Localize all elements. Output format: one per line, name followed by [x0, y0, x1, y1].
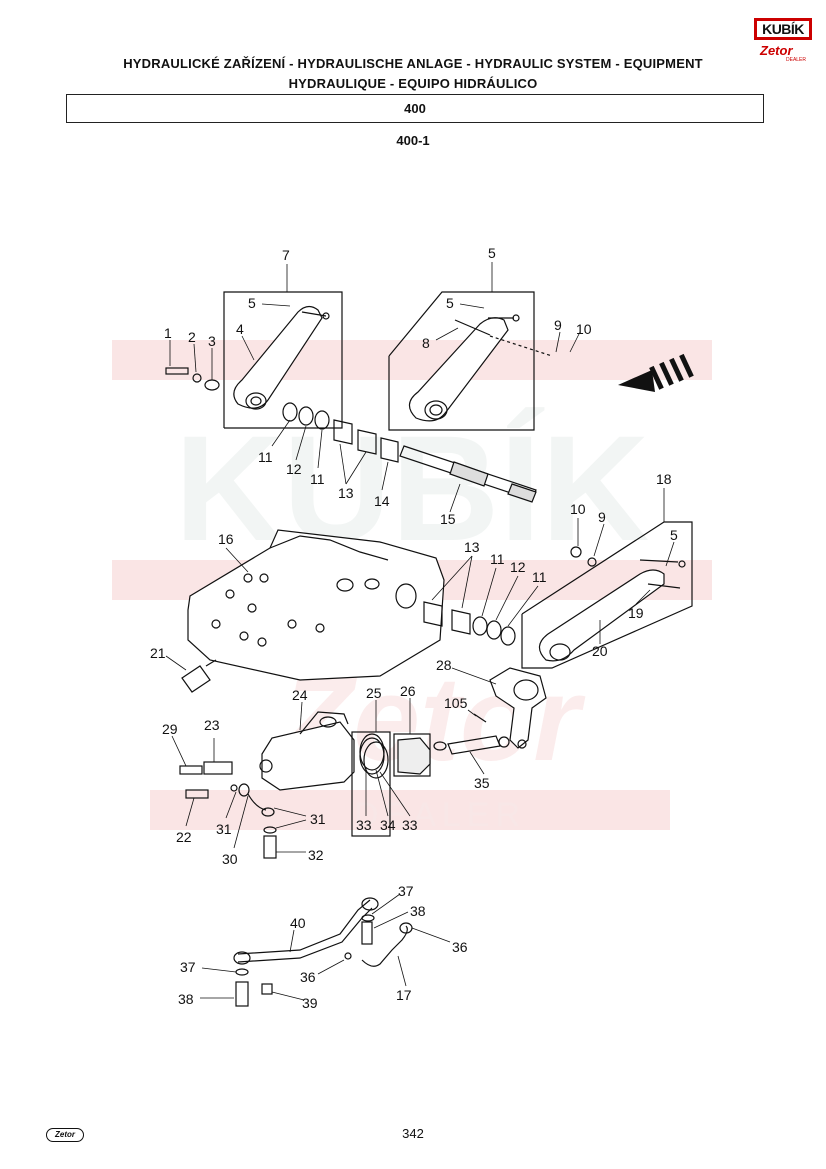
- callout-36: 36: [452, 939, 468, 955]
- pipe-40: [233, 897, 413, 1007]
- callout-23: 23: [204, 717, 220, 733]
- piston-26: [393, 733, 447, 777]
- callout-38: 38: [410, 903, 426, 919]
- lift-arm-assembly-6: [223, 291, 343, 429]
- callout-21: 21: [150, 645, 166, 661]
- footer-zetor-logo: Zetor: [46, 1128, 84, 1142]
- right-shaft-rings: [423, 601, 516, 646]
- zetor-logo: Zetor: [760, 43, 793, 58]
- callout-13: 13: [338, 485, 354, 501]
- callout-39: 39: [302, 995, 318, 1011]
- watermark-dealer: DEALER: [354, 796, 526, 834]
- callout-22: 22: [176, 829, 192, 845]
- callout-10: 10: [576, 321, 592, 337]
- callout-12: 12: [286, 461, 302, 477]
- callout-7: 5: [488, 245, 496, 261]
- page-title-line1: HYDRAULICKÉ ZAŘÍZENÍ - HYDRAULISCHE ANLA…: [123, 56, 703, 71]
- callout-14: 14: [374, 493, 390, 509]
- callout-8: 8: [422, 335, 430, 351]
- callout-24: 24: [292, 687, 308, 703]
- callout-2: 2: [188, 329, 196, 345]
- callout-33: 33: [356, 817, 372, 833]
- watermark-band-top: [112, 340, 712, 380]
- cylinder-24: [259, 711, 355, 791]
- page-number: 342: [402, 1126, 424, 1141]
- callout-37b: 37: [180, 959, 196, 975]
- callout-32: 32: [308, 847, 324, 863]
- callout-10b: 10: [570, 501, 586, 517]
- callout-11d: 11: [532, 569, 547, 585]
- callout-4: 4: [236, 321, 244, 337]
- callout-105: 105: [444, 695, 468, 711]
- callout-36b: 36: [300, 969, 316, 985]
- callout-30: 30: [222, 851, 238, 867]
- piston-rings-25: [351, 731, 391, 837]
- callout-11c: 11: [490, 551, 505, 567]
- callout-31b: 31: [310, 811, 326, 827]
- plug-21: [181, 659, 217, 693]
- callout-3: 3: [208, 333, 216, 349]
- lift-arm-assembly-7: [388, 291, 553, 431]
- callout-9: 9: [554, 317, 562, 333]
- callout-11b: 11: [310, 471, 325, 487]
- callout-20: 20: [592, 643, 608, 659]
- callout-29: 29: [162, 721, 178, 737]
- callout-13b: 13: [464, 539, 480, 555]
- callout-19: 19: [628, 605, 644, 621]
- callout-labels: 7 5 5 5 1 2 3 4 8 9 10 11 12 11 13 14 15…: [150, 245, 678, 1011]
- direction-arrow: [618, 353, 694, 392]
- dealer-label: DEALER: [786, 57, 807, 63]
- callout-37: 37: [398, 883, 414, 899]
- callout-5c: 5: [670, 527, 678, 543]
- hydraulic-housing: [187, 529, 445, 681]
- watermark-band-bottom: [150, 790, 670, 830]
- callout-12b: 12: [510, 559, 526, 575]
- watermark-text: KUBÍK: [175, 404, 650, 572]
- piston-rod: [447, 735, 510, 755]
- callout-11: 11: [258, 449, 273, 465]
- subsection-number: 400-1: [396, 133, 430, 148]
- callout-6: 7: [282, 247, 290, 263]
- callout-15: 15: [440, 511, 456, 527]
- callout-5b: 5: [446, 295, 454, 311]
- callout-33b: 33: [402, 817, 418, 833]
- callout-31: 31: [216, 821, 232, 837]
- leader-lines: [165, 262, 675, 1001]
- callout-40: 40: [290, 915, 306, 931]
- callout-38b: 38: [178, 991, 194, 1007]
- section-number: 400: [66, 94, 764, 123]
- cross-shaft: [399, 445, 537, 503]
- callout-26: 26: [400, 683, 416, 699]
- callout-16: 16: [218, 531, 234, 547]
- callout-5: 5: [248, 295, 256, 311]
- shaft-rings: [282, 402, 399, 463]
- callout-34: 34: [380, 817, 396, 833]
- kubik-logo: KUBÍK: [754, 18, 812, 40]
- callout-18: 18: [656, 471, 672, 487]
- callout-25: 25: [366, 685, 382, 701]
- callout-35: 35: [474, 775, 490, 791]
- callout-17: 17: [396, 987, 412, 1003]
- brand-logo: KUBÍK Zetor DEALER: [754, 14, 812, 64]
- page-title-line2: HYDRAULIQUE - EQUIPO HIDRÁULICO: [288, 76, 538, 91]
- lever-28: [473, 667, 547, 749]
- callout-9b: 9: [598, 509, 606, 525]
- callout-28: 28: [436, 657, 452, 673]
- callout-1: 1: [164, 325, 172, 341]
- fittings-group: [179, 761, 277, 859]
